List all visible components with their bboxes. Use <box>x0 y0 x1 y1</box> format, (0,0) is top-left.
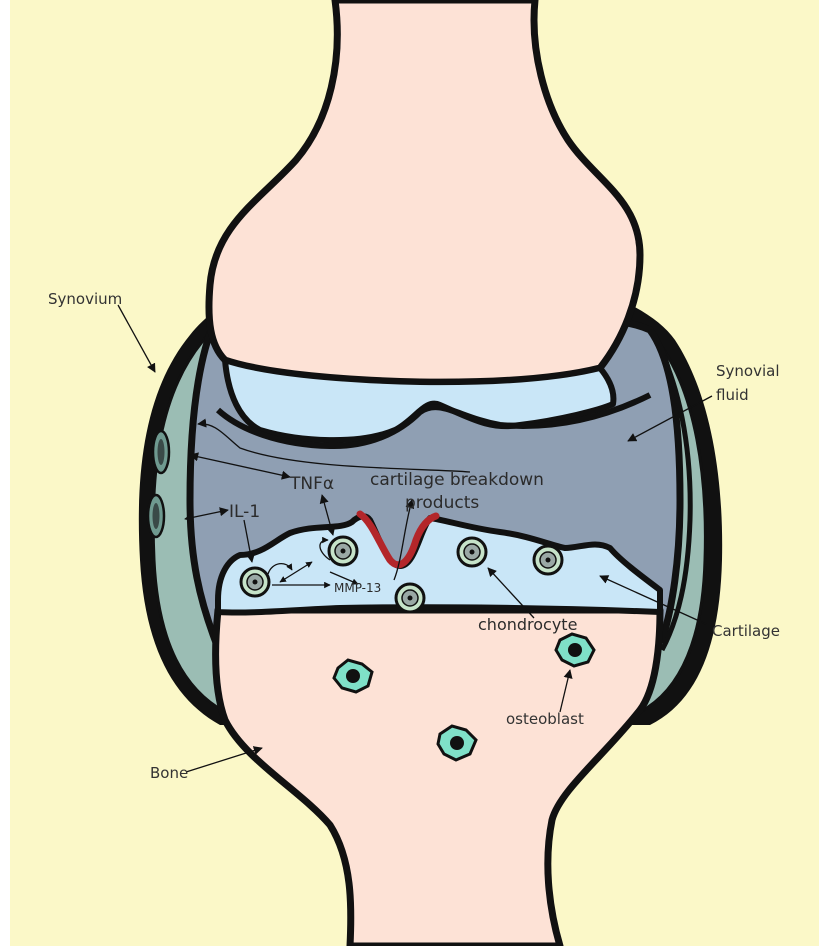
chondrocyte-cell <box>241 568 269 596</box>
label-chondrocyte: chondrocyte <box>478 615 577 634</box>
label-cartilage: Cartilage <box>712 622 780 640</box>
label-synovium: Synovium <box>48 290 122 308</box>
label-synovial-fluid-line2: fluid <box>716 386 749 404</box>
label-bone: Bone <box>150 764 188 782</box>
label-mmp13: MMP-13 <box>334 581 381 595</box>
chondrocyte-cell <box>534 546 562 574</box>
chondrocyte-cell <box>458 538 486 566</box>
chondrocyte-cell <box>329 537 357 565</box>
synovial-cell-nucleus <box>158 439 165 465</box>
osteoblast-cell <box>556 634 594 666</box>
label-il1: IL-1 <box>229 502 260 522</box>
synovial-cell-nucleus <box>153 503 160 529</box>
label-synovial-fluid-line1: Synovial <box>716 362 780 380</box>
label-cartilage-breakdown-line2: products <box>405 493 479 513</box>
label-osteoblast: osteoblast <box>506 710 584 728</box>
label-tnf-alpha: TNFα <box>289 474 334 494</box>
chondrocyte-cell <box>396 584 424 612</box>
label-cartilage-breakdown-line1: cartilage breakdown <box>370 470 544 490</box>
